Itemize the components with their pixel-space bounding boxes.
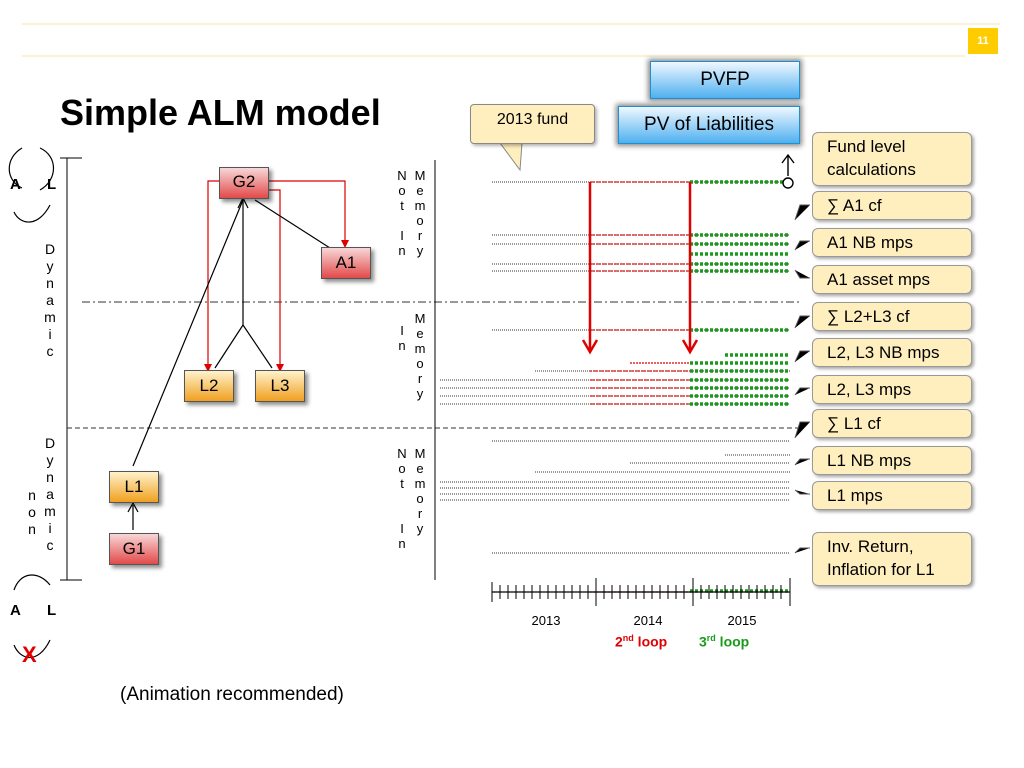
page-number: 11 <box>968 28 998 54</box>
slide-title: Simple ALM model <box>60 92 381 133</box>
asset-label-top: A <box>10 176 21 193</box>
l2-box: L2 <box>184 370 234 402</box>
l2-l3-nb-mps-label: L2, L3 NB mps <box>812 338 972 367</box>
animation-note: (Animation recommended) <box>120 684 344 705</box>
callout-2013-fund: 2013 fund <box>470 104 595 144</box>
inv-return-label: Inv. Return, Inflation for L1 <box>812 532 972 586</box>
third-loop-label: 3rd loop <box>699 633 750 650</box>
cross-icon: X <box>22 642 37 667</box>
a1-box: A1 <box>321 247 371 279</box>
g1-box: G1 <box>109 533 159 565</box>
l1-mps-label: L1 mps <box>812 481 972 510</box>
fund-level-label: Fund level calculations <box>812 132 972 186</box>
l1-box: L1 <box>109 471 159 503</box>
l3-box: L3 <box>255 370 305 402</box>
liability-label-top: L <box>47 176 57 193</box>
sum-l2-l3-cf-label: ∑ L2+L3 cf <box>812 302 972 331</box>
liability-label-bottom: L <box>47 602 57 619</box>
sum-a1-cf-label: ∑ A1 cf <box>812 191 972 220</box>
l2-l3-mps-label: L2, L3 mps <box>812 375 972 404</box>
a1-nb-mps-label: A1 NB mps <box>812 228 972 257</box>
pvfp-box: PVFP <box>650 61 800 99</box>
second-loop-label: 2nd loop <box>615 633 668 650</box>
year-2015: 2015 <box>727 613 757 628</box>
g2-box: G2 <box>219 167 269 199</box>
sum-l1-cf-label: ∑ L1 cf <box>812 409 972 438</box>
l1-nb-mps-label: L1 NB mps <box>812 446 972 475</box>
year-2014: 2014 <box>633 613 663 628</box>
asset-label-bottom: A <box>10 602 21 619</box>
year-2013: 2013 <box>531 613 561 628</box>
pv-liabilities-box: PV of Liabilities <box>618 106 800 144</box>
a1-asset-mps-label: A1 asset mps <box>812 265 972 294</box>
